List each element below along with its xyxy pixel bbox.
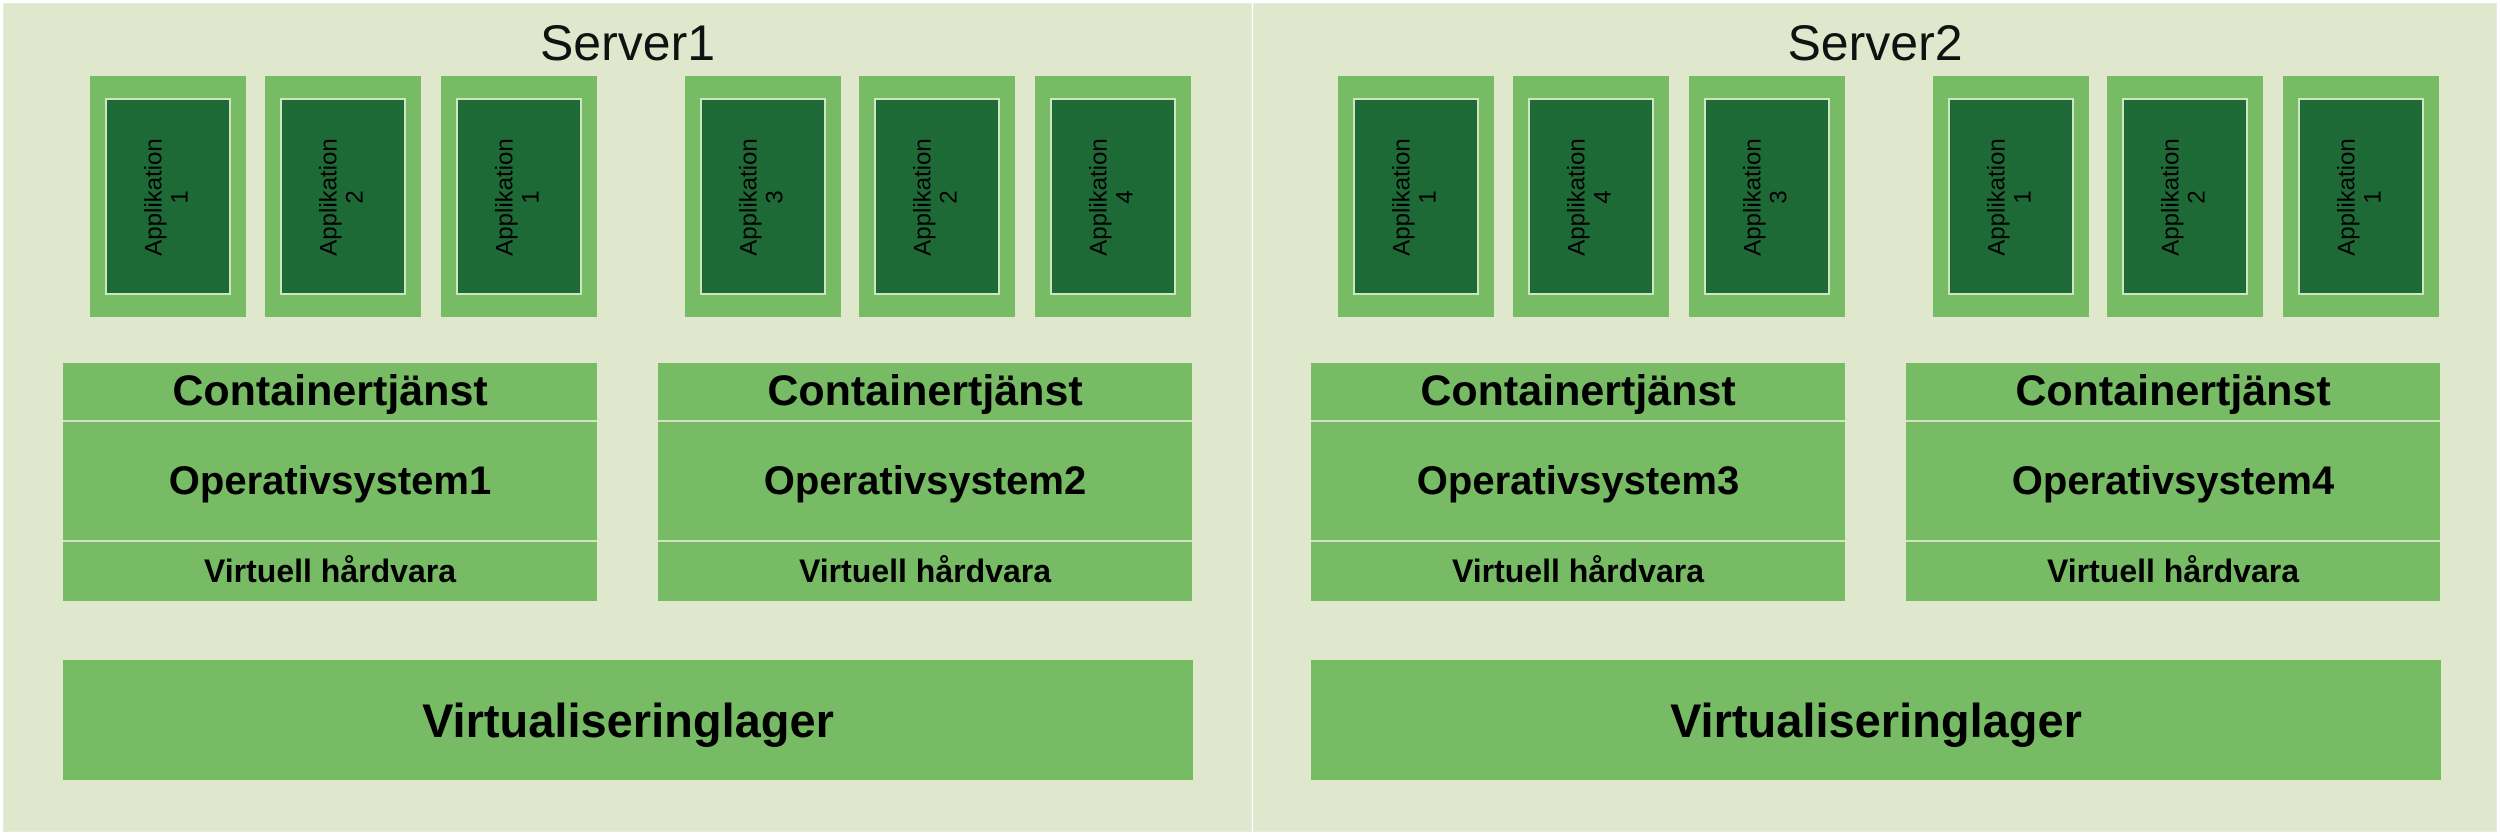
server-title: Server2 xyxy=(1787,15,1963,71)
application-label: Applikation 3 xyxy=(735,137,789,256)
application-inner: Applikation 2 xyxy=(874,98,1000,295)
server-panel: Server1 Applikation 1 Applikation 2 Appl… xyxy=(3,3,1252,832)
application-name: Applikation xyxy=(1388,137,1416,256)
application-name: Applikation xyxy=(909,137,937,256)
os-stack: Containertjänst Operativsystem4 Virtuell… xyxy=(1906,363,2440,601)
os-stack: Containertjänst Operativsystem2 Virtuell… xyxy=(658,363,1192,601)
application-inner: Applikation 2 xyxy=(2122,98,2248,295)
application-box: Applikation 2 xyxy=(2107,76,2263,317)
application-box: Applikation 3 xyxy=(685,76,841,317)
application-inner: Applikation 3 xyxy=(1704,98,1830,295)
container-service-band: Containertjänst xyxy=(658,363,1192,422)
container-service-band: Containertjänst xyxy=(63,363,597,422)
application-number: 1 xyxy=(166,189,194,204)
application-inner: Applikation 2 xyxy=(280,98,406,295)
application-label: Applikation 4 xyxy=(1563,137,1617,256)
application-box: Applikation 1 xyxy=(1933,76,2089,317)
application-number: 2 xyxy=(2183,189,2211,204)
application-inner: Applikation 3 xyxy=(700,98,826,295)
application-name: Applikation xyxy=(315,137,343,256)
application-box: Applikation 4 xyxy=(1513,76,1669,317)
application-name: Applikation xyxy=(735,137,763,256)
application-inner: Applikation 1 xyxy=(105,98,231,295)
application-inner: Applikation 1 xyxy=(456,98,582,295)
server-title: Server1 xyxy=(539,15,716,71)
application-inner: Applikation 1 xyxy=(2298,98,2424,295)
server-panel: Server2 Applikation 1 Applikation 4 Appl… xyxy=(1253,3,2497,832)
application-label: Applikation 2 xyxy=(2157,137,2211,256)
application-name: Applikation xyxy=(2157,137,2185,256)
container-service-band: Containertjänst xyxy=(1311,363,1845,422)
operating-system-band: Operativsystem2 xyxy=(658,422,1192,542)
application-inner: Applikation 1 xyxy=(1353,98,1479,295)
virtualization-layer: Virtualiseringlager xyxy=(1311,660,2441,780)
application-name: Applikation xyxy=(1085,137,1113,256)
application-number: 2 xyxy=(935,189,963,204)
application-box: Applikation 2 xyxy=(859,76,1015,317)
application-label: Applikation 1 xyxy=(1983,137,2037,256)
virtualization-layer: Virtualiseringlager xyxy=(63,660,1193,780)
application-name: Applikation xyxy=(1739,137,1767,256)
application-box: Applikation 2 xyxy=(265,76,421,317)
application-number: 3 xyxy=(761,189,789,204)
application-inner: Applikation 4 xyxy=(1050,98,1176,295)
application-inner: Applikation 1 xyxy=(1948,98,2074,295)
application-number: 4 xyxy=(1589,189,1617,204)
virtual-hardware-band: Virtuell hårdvara xyxy=(1311,542,1845,601)
application-number: 2 xyxy=(341,189,369,204)
application-box: Applikation 3 xyxy=(1689,76,1845,317)
application-label: Applikation 2 xyxy=(315,137,369,256)
application-number: 3 xyxy=(1765,189,1793,204)
application-label: Applikation 4 xyxy=(1085,137,1139,256)
application-box: Applikation 1 xyxy=(1338,76,1494,317)
application-name: Applikation xyxy=(491,137,519,256)
virtual-hardware-band: Virtuell hårdvara xyxy=(1906,542,2440,601)
application-number: 1 xyxy=(517,189,545,204)
os-stack: Containertjänst Operativsystem3 Virtuell… xyxy=(1311,363,1845,601)
application-label: Applikation 1 xyxy=(2333,137,2387,256)
application-name: Applikation xyxy=(2333,137,2361,256)
virtual-hardware-band: Virtuell hårdvara xyxy=(658,542,1192,601)
application-label: Applikation 2 xyxy=(909,137,963,256)
application-label: Applikation 3 xyxy=(1739,137,1793,256)
application-name: Applikation xyxy=(1983,137,2011,256)
container-service-band: Containertjänst xyxy=(1906,363,2440,422)
application-inner: Applikation 4 xyxy=(1528,98,1654,295)
application-number: 1 xyxy=(2009,189,2037,204)
application-label: Applikation 1 xyxy=(140,137,194,256)
os-stack: Containertjänst Operativsystem1 Virtuell… xyxy=(63,363,597,601)
application-label: Applikation 1 xyxy=(1388,137,1442,256)
application-box: Applikation 1 xyxy=(90,76,246,317)
application-label: Applikation 1 xyxy=(491,137,545,256)
operating-system-band: Operativsystem1 xyxy=(63,422,597,542)
operating-system-band: Operativsystem4 xyxy=(1906,422,2440,542)
application-box: Applikation 4 xyxy=(1035,76,1191,317)
application-number: 1 xyxy=(1414,189,1442,204)
application-box: Applikation 1 xyxy=(2283,76,2439,317)
operating-system-band: Operativsystem3 xyxy=(1311,422,1845,542)
application-name: Applikation xyxy=(1563,137,1591,256)
application-name: Applikation xyxy=(140,137,168,256)
application-number: 4 xyxy=(1111,189,1139,204)
application-box: Applikation 1 xyxy=(441,76,597,317)
virtual-hardware-band: Virtuell hårdvara xyxy=(63,542,597,601)
application-number: 1 xyxy=(2359,189,2387,204)
